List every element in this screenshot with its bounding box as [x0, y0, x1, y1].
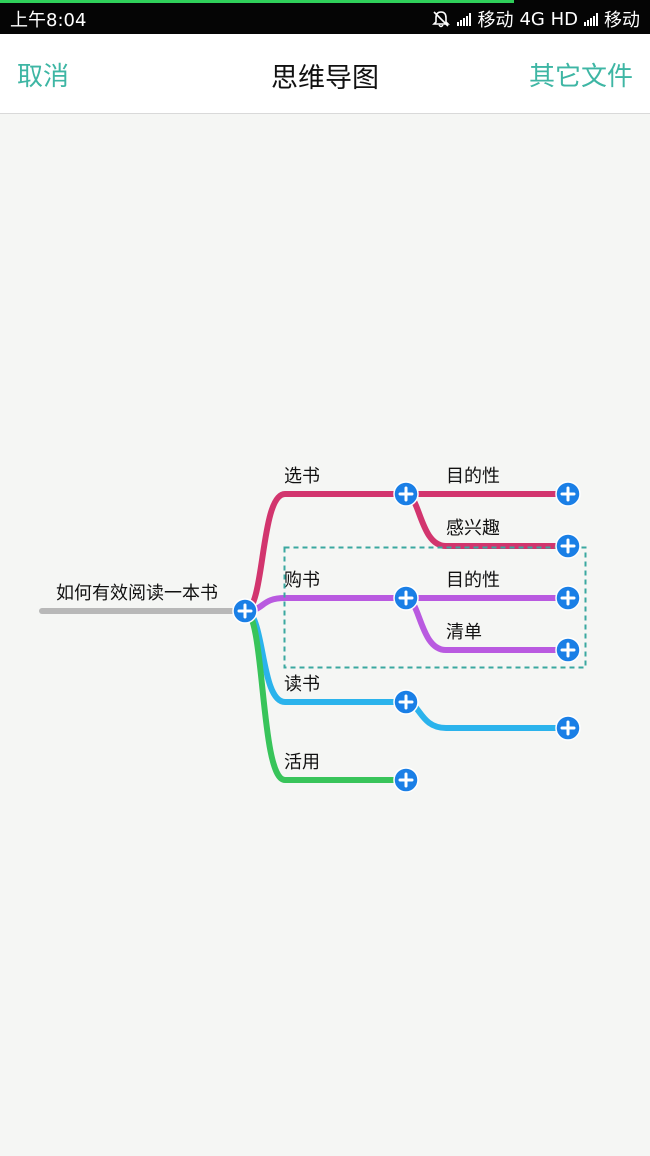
branch-topic-1[interactable]: 选书 — [284, 466, 320, 487]
branch-line-1 — [242, 491, 409, 614]
carrier-2: 移动 — [604, 10, 640, 31]
branch-topic-3[interactable]: 读书 — [284, 674, 320, 695]
branch-add-icon-3[interactable] — [393, 689, 419, 715]
subtopic-add-icon-3-1[interactable] — [555, 715, 581, 741]
branch-topic-2[interactable]: 购书 — [284, 570, 320, 591]
signal-icon-2 — [584, 12, 598, 26]
status-time: 上午8:04 — [10, 10, 87, 31]
subtopic-1-2[interactable]: 感兴趣 — [446, 518, 500, 539]
subtopic-line-3-1 — [403, 699, 571, 731]
branch-add-icon-2[interactable] — [393, 585, 419, 611]
root-topic[interactable]: 如何有效阅读一本书 — [56, 583, 218, 604]
subtopic-add-icon-1-2[interactable] — [555, 533, 581, 559]
subtopic-line-2-2 — [403, 595, 571, 653]
mindmap-svg[interactable]: 如何有效阅读一本书选书目的性感兴趣购书目的性清单读书活用 — [0, 114, 650, 1156]
network-type: 4G HD — [519, 8, 578, 30]
subtopic-2-1[interactable]: 目的性 — [446, 570, 500, 591]
branch-line-4 — [242, 608, 409, 783]
branch-topic-4[interactable]: 活用 — [284, 752, 320, 773]
subtopic-add-icon-2-1[interactable] — [555, 585, 581, 611]
branch-add-icon-1[interactable] — [393, 481, 419, 507]
status-bar: 上午8:04 移动 4G HD 移动 — [0, 0, 650, 34]
nav-bar: 取消 思维导图 其它文件 — [0, 34, 650, 114]
branch-line-2 — [242, 595, 409, 614]
page-title: 思维导图 — [271, 63, 379, 94]
subtopic-add-icon-2-2[interactable] — [555, 637, 581, 663]
carrier-1: 移动 — [477, 10, 514, 31]
branch-add-icon-4[interactable] — [393, 767, 419, 793]
cancel-button[interactable]: 取消 — [17, 62, 70, 92]
subtopic-add-icon-1-1[interactable] — [555, 481, 581, 507]
subtopic-2-2[interactable]: 清单 — [446, 622, 482, 643]
root-add-icon[interactable] — [232, 598, 258, 624]
status-right-group: 移动 4G HD 移动 — [431, 6, 640, 32]
loading-progress-bar — [0, 0, 514, 3]
notifications-muted-icon — [432, 11, 451, 28]
mindmap-canvas[interactable]: 如何有效阅读一本书选书目的性感兴趣购书目的性清单读书活用 — [0, 114, 650, 1156]
signal-icon-1 — [457, 12, 472, 26]
subtopic-1-1[interactable]: 目的性 — [446, 466, 500, 487]
branch-line-3 — [242, 608, 409, 705]
selection-box — [283, 546, 587, 669]
other-files-button[interactable]: 其它文件 — [528, 62, 633, 92]
